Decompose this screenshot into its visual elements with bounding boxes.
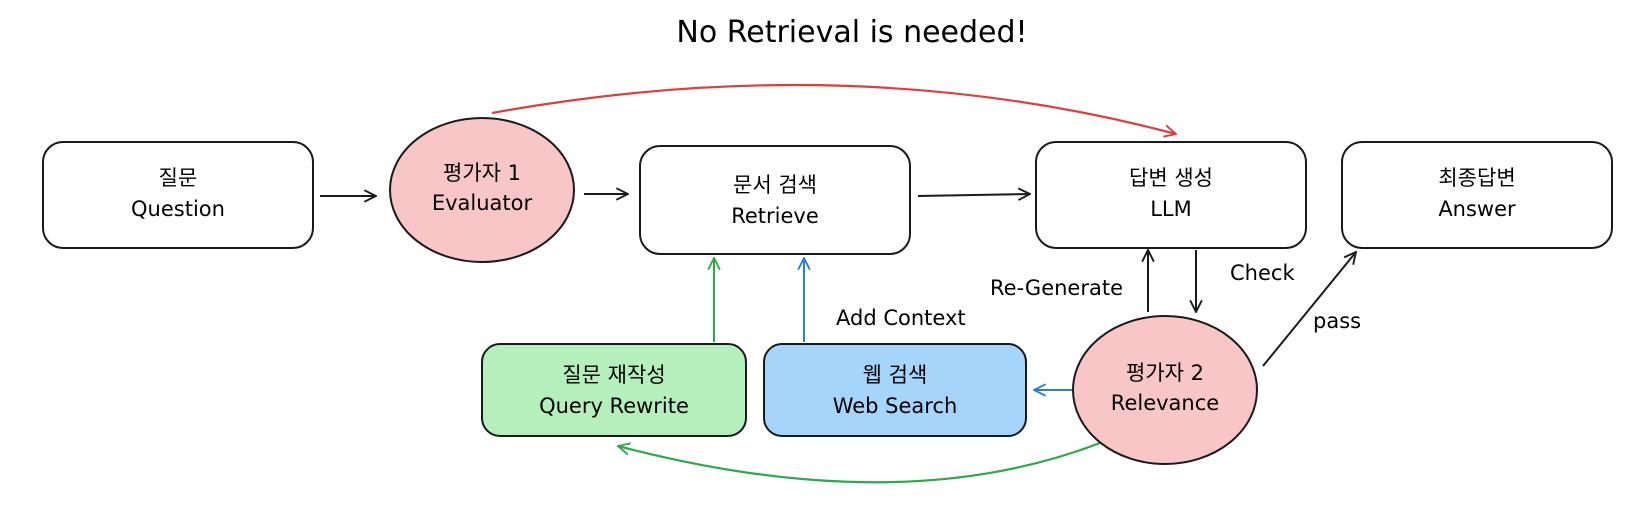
label-check: Check bbox=[1230, 261, 1295, 285]
node-evaluator: 평가자 1 Evaluator bbox=[389, 117, 575, 263]
edge-no-retrieval bbox=[491, 83, 1176, 134]
node-llm-line1: 답변 생성 bbox=[1129, 166, 1213, 190]
node-evaluator-line2: Evaluator bbox=[432, 191, 533, 215]
node-answer: 최종답변 Answer bbox=[1341, 141, 1613, 249]
edge-pass bbox=[1262, 252, 1356, 367]
node-web-search-line2: Web Search bbox=[833, 394, 958, 418]
label-add-context: Add Context bbox=[836, 306, 966, 330]
node-answer-line1: 최종답변 bbox=[1438, 166, 1515, 190]
node-web-search: 웹 검색 Web Search bbox=[763, 343, 1027, 437]
node-llm-line2: LLM bbox=[1150, 197, 1192, 221]
node-evaluator-line1: 평가자 1 bbox=[443, 161, 521, 185]
node-query-rewrite-line2: Query Rewrite bbox=[539, 394, 689, 418]
node-answer-line2: Answer bbox=[1438, 197, 1516, 221]
node-retrieve-line1: 문서 검색 bbox=[733, 173, 817, 197]
node-web-search-line1: 웹 검색 bbox=[863, 363, 928, 387]
node-question-line1: 질문 bbox=[159, 166, 198, 190]
edge-retrieve-llm bbox=[917, 194, 1030, 196]
node-retrieve-line2: Retrieve bbox=[731, 204, 819, 228]
node-relevance: 평가자 2 Relevance bbox=[1072, 315, 1258, 465]
node-query-rewrite: 질문 재작성 Query Rewrite bbox=[481, 343, 747, 437]
label-pass: pass bbox=[1313, 309, 1361, 333]
node-question-line2: Question bbox=[131, 197, 225, 221]
node-relevance-line1: 평가자 2 bbox=[1126, 361, 1204, 385]
node-question: 질문 Question bbox=[42, 141, 314, 249]
node-retrieve: 문서 검색 Retrieve bbox=[639, 145, 911, 255]
node-query-rewrite-line1: 질문 재작성 bbox=[562, 363, 665, 387]
node-relevance-line2: Relevance bbox=[1111, 391, 1219, 415]
diagram-title: No Retrieval is needed! bbox=[676, 15, 1027, 50]
node-llm: 답변 생성 LLM bbox=[1035, 141, 1307, 249]
edge-relevance-rewrite bbox=[618, 441, 1101, 484]
label-re-generate: Re-Generate bbox=[990, 276, 1123, 300]
